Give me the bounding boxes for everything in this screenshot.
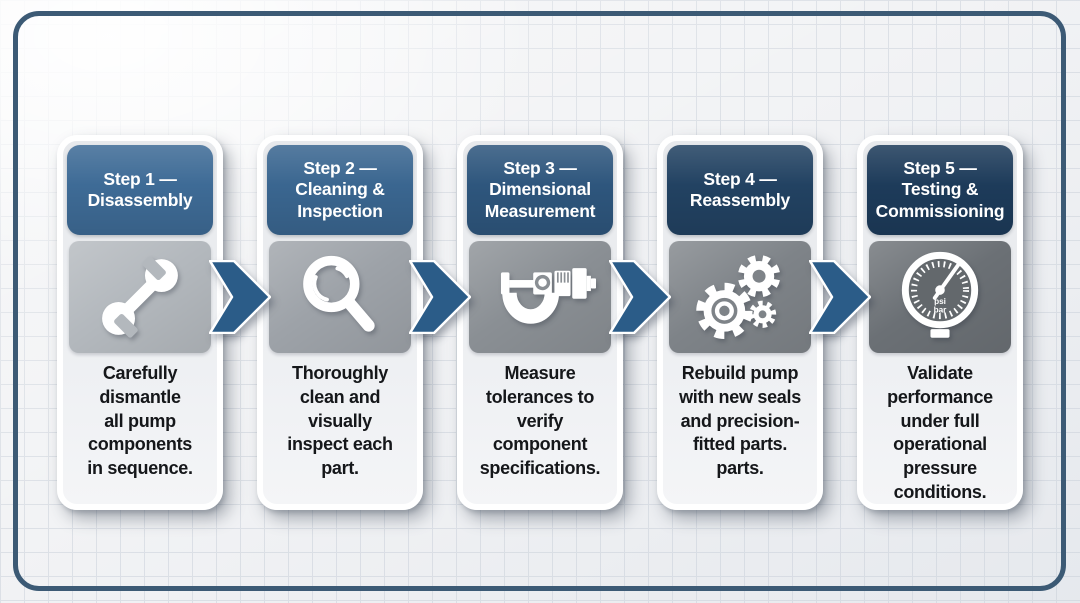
wrench-icon bbox=[102, 256, 178, 338]
micrometer-icon bbox=[500, 268, 596, 324]
step-1-header: Step 1 — Disassembly bbox=[67, 145, 213, 235]
step-gap-3 bbox=[609, 135, 671, 510]
step-5-header: Step 5 — Testing & Commissioning bbox=[867, 145, 1013, 235]
chevron-right-icon bbox=[409, 260, 471, 334]
chevron-right-icon bbox=[209, 260, 271, 334]
pressure-gauge-icon: psi bar bbox=[901, 251, 979, 338]
step-gap-1 bbox=[209, 135, 271, 510]
chevron-right-icon bbox=[609, 260, 671, 334]
step-2-header: Step 2 — Cleaning & Inspection bbox=[267, 145, 413, 235]
step-5-icon-panel: psi bar bbox=[869, 241, 1011, 353]
step-gap-2 bbox=[409, 135, 471, 510]
process-steps-row: Step 1 — Disassembly Carefully dismantle… bbox=[57, 135, 1023, 510]
gauge-psi-label: psi bbox=[934, 297, 946, 306]
step-1-icon-panel bbox=[69, 241, 211, 353]
step-gap-4 bbox=[809, 135, 871, 510]
step-5-description: Validate performance under full operatio… bbox=[887, 363, 993, 502]
gauge-bar-label: bar bbox=[934, 306, 948, 315]
step-2-description: Thoroughly clean and visually inspect ea… bbox=[287, 363, 393, 478]
step-4-description: Rebuild pump with new seals and precisio… bbox=[679, 363, 801, 478]
step-3-header: Step 3 — Dimensional Measurement bbox=[467, 145, 613, 235]
magnifier-icon bbox=[303, 255, 375, 332]
step-4-icon-panel bbox=[669, 241, 811, 353]
step-card-4: Step 4 — Reassembly Rebuild pump with ne… bbox=[657, 135, 823, 510]
gears-icon bbox=[696, 254, 781, 340]
step-2-icon-panel bbox=[269, 241, 411, 353]
step-3-icon-panel bbox=[469, 241, 611, 353]
step-1-description: Carefully dismantle all pump components … bbox=[87, 363, 193, 478]
step-3-description: Measure tolerances to verify component s… bbox=[479, 363, 601, 478]
chevron-right-icon bbox=[809, 260, 871, 334]
step-card-1: Step 1 — Disassembly Carefully dismantle… bbox=[57, 135, 223, 510]
step-card-2: Step 2 — Cleaning & Inspection Thoroughl… bbox=[257, 135, 423, 510]
step-4-header: Step 4 — Reassembly bbox=[667, 145, 813, 235]
step-card-5: Step 5 — Testing & Commissioning psi bar… bbox=[857, 135, 1023, 510]
step-card-3: Step 3 — Dimensional Measurement Measure… bbox=[457, 135, 623, 510]
